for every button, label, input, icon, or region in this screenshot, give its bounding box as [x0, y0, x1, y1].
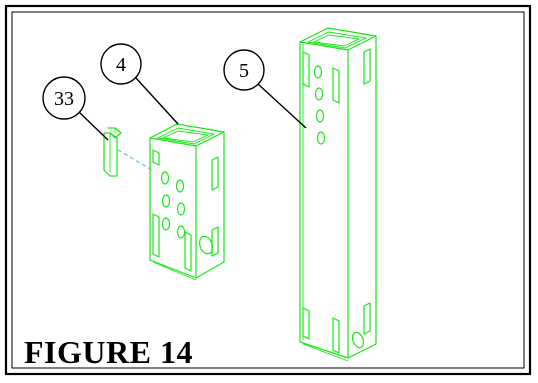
callout-5-label: 5 [239, 60, 249, 82]
callout-5: 5 [223, 49, 307, 129]
part-5-long-tube [299, 27, 377, 362]
alignment-line [117, 149, 153, 171]
part-33-clip [103, 127, 122, 177]
outer-frame [4, 4, 532, 376]
callout-4: 4 [100, 43, 179, 125]
callout-33-label: 33 [54, 88, 74, 110]
callout-4-label: 4 [116, 54, 126, 76]
inner-frame [11, 11, 525, 369]
part-4-short-tube [149, 123, 225, 281]
callout-33: 33 [42, 76, 109, 141]
figure-title: FIGURE 14 [24, 334, 193, 370]
